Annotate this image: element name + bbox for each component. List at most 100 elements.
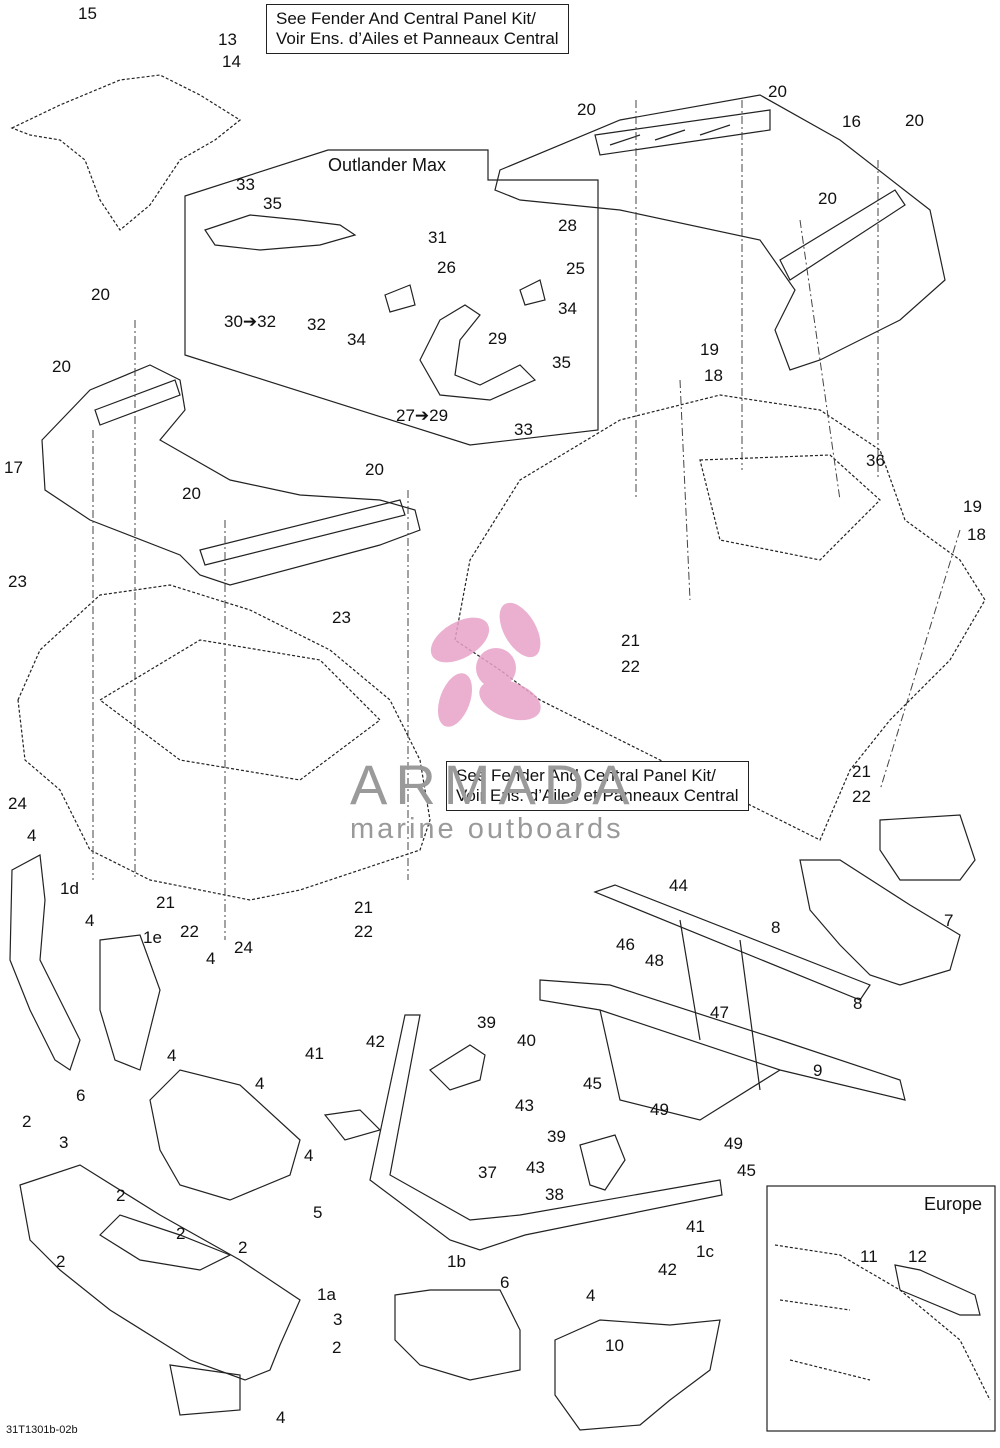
part-label: 9 [813,1061,823,1080]
part-label: 48 [645,951,664,970]
main-frame [539,884,906,1121]
max-handle-27-29 [419,304,537,401]
part-label: 21 [156,893,175,912]
part-label: 20 [365,460,384,479]
watermark-tagline: marine outboards [350,813,624,845]
part-label: 11 [860,1247,878,1266]
part-label: 4 [85,911,95,930]
part-label: 20 [52,357,71,376]
part-label: 1e [143,928,162,947]
rear-rack [494,94,946,371]
part-label: 1a [317,1285,336,1304]
part-label: 20 [182,484,201,503]
part-label: 41 [686,1217,705,1236]
part-label: 39 [547,1127,566,1146]
bracket-40 [429,1044,486,1091]
part-label: 42 [658,1260,677,1279]
max-bracket-30-32 [204,214,357,251]
part-label: 21 [354,898,373,917]
part-label: 23 [8,572,27,591]
part-label: 20 [818,189,837,208]
inset-title-europe: Europe [924,1194,983,1214]
part-label: 4 [206,949,216,968]
part-label: 24 [234,938,253,957]
part-label: 39 [477,1013,496,1032]
part-label: 22 [180,922,199,941]
part-label: 45 [583,1074,602,1093]
part-label: 30➔32 [224,312,277,331]
part-label: 18 [704,366,723,385]
part-label: 42 [366,1032,385,1051]
callout-middle-line1: See Fender And Central Panel Kit/ [456,766,716,785]
inset-title-outlander: Outlander Max [328,155,447,175]
part-label: 17 [4,458,23,477]
part-label: 21 [621,631,640,650]
part-label: 22 [354,922,373,941]
part-label: 2 [22,1112,32,1131]
part-label: 2 [238,1238,248,1257]
part-label: 33 [236,175,255,194]
part-label: 44 [669,876,688,895]
grille-5 [149,1069,301,1201]
part-label: 4 [304,1146,314,1165]
part-label: 24 [8,794,27,813]
panel-1c [554,1319,721,1431]
front-cover-1a [19,1164,301,1381]
part-label: 5 [313,1203,323,1222]
part-label: 22 [621,657,640,676]
part-label: 21 [852,762,871,781]
front-bumper-frame-37 [323,1014,723,1251]
part-label: 49 [650,1100,669,1119]
part-label: 31 [428,228,447,247]
part-label: 3 [59,1133,69,1152]
part-label: 49 [724,1134,743,1153]
bracket-38 [579,1134,626,1191]
part-label: 2 [116,1186,126,1205]
rear-fender-large [454,394,986,841]
part-label: 22 [852,787,871,806]
callout-top-line1: See Fender And Central Panel Kit/ [276,9,536,28]
part-label: 37 [478,1163,497,1182]
part-label: 28 [558,216,577,235]
part-label: 1b [447,1252,466,1271]
part-label: 19 [700,340,719,359]
part-label: 35 [552,353,571,372]
part-label: 13 [218,30,237,49]
part-label: 6 [500,1273,510,1292]
part-label: 20 [768,82,787,101]
part-label: 43 [515,1096,534,1115]
outlander-inset-border [184,149,599,446]
part-label: 8 [853,994,863,1013]
front-rack [41,364,421,586]
part-label: 25 [566,259,585,278]
armada-logo [430,602,541,727]
callout-top-fender-kit: See Fender And Central Panel Kit/ Voir E… [266,4,569,54]
max-bracket-26 [384,284,416,313]
part-label: 1c [696,1242,714,1261]
part-label: 20 [905,111,924,130]
part-label: 7 [944,911,954,930]
part-label: 18 [967,525,986,544]
part-label: 27➔29 [396,406,449,425]
side-panel-1d [9,854,81,1071]
part-label: 32 [307,315,326,334]
part-label: 26 [437,258,456,277]
part-label: 2 [332,1338,342,1357]
part-label: 4 [27,826,37,845]
part-label: 16 [842,112,861,131]
europe-plate-10 [894,1264,981,1316]
watermark-brand: ARMADA [350,753,638,816]
part-label: 23 [332,608,351,627]
headlight-housing-7 [799,859,961,986]
part-label: 12 [908,1247,927,1266]
part-label: 8 [771,918,781,937]
part-label: 15 [78,4,97,23]
part-label: 3 [333,1310,343,1329]
part-label: 19 [963,497,982,516]
part-label: 10 [605,1336,624,1355]
part-label: 29 [488,329,507,348]
part-label: 38 [545,1185,564,1204]
part-label: 34 [558,299,577,318]
